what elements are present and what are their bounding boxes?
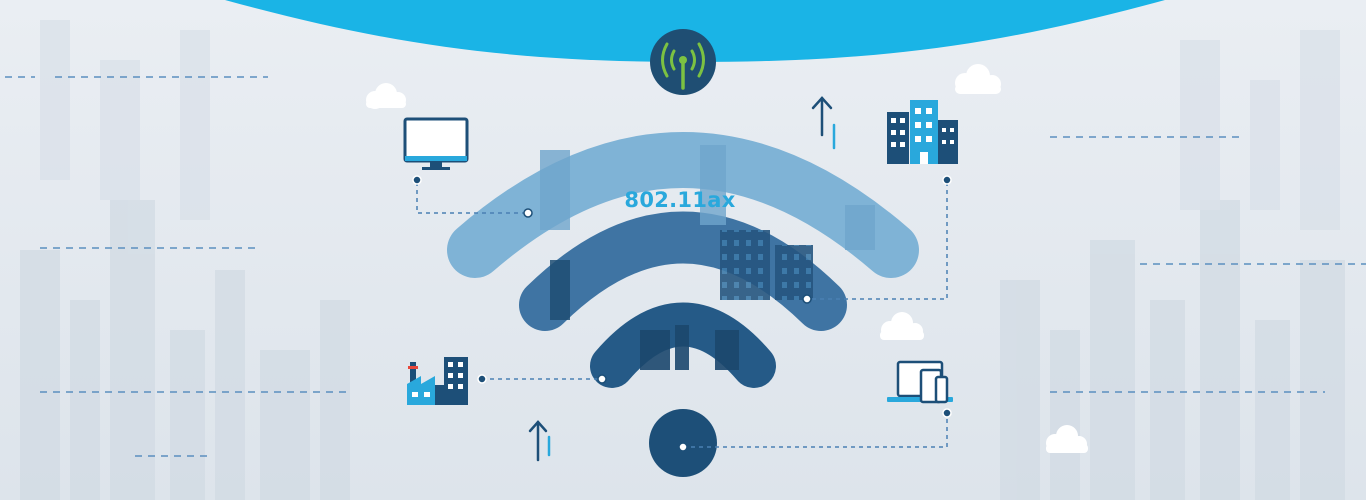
background-skyline-upper (40, 20, 1340, 230)
connection-nodes (412, 175, 952, 452)
cloud-icon (366, 64, 1088, 453)
cloud-icon (955, 64, 1001, 94)
up-arrows-icon (528, 420, 551, 462)
wifi-standard-label: 802.11ax (624, 188, 736, 212)
laptop-tablet-phone-icon (887, 360, 953, 404)
cloud-icon (1046, 425, 1088, 453)
band-skyline (540, 145, 875, 370)
connection-lines (416, 182, 948, 448)
factory-icon (407, 357, 468, 405)
top-arc (225, 0, 1165, 62)
monitor-icon (403, 117, 469, 170)
background-skyline (20, 200, 1345, 500)
antenna-signal-icon (650, 29, 716, 95)
office-building-icon (887, 100, 958, 164)
decorative-dashed-lines (5, 76, 1366, 457)
cloud-icon (880, 312, 924, 340)
cloud-icon (366, 83, 406, 109)
wifi-band-outer (447, 132, 919, 278)
up-arrows-icon (811, 96, 836, 150)
